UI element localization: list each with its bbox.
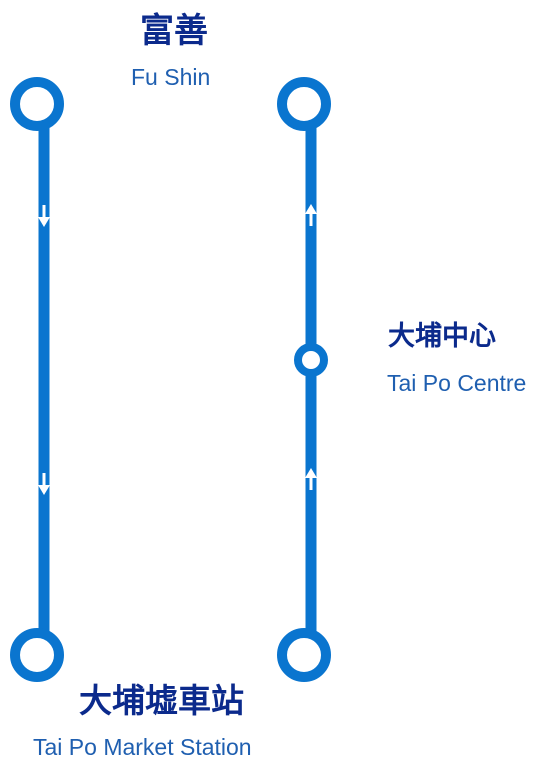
station-name-en-tai-po-market: Tai Po Market Station	[33, 734, 252, 760]
arrow-icon	[38, 205, 50, 227]
arrow-icon	[305, 204, 317, 226]
arrow-icon	[305, 468, 317, 490]
station-marker-fu-shin-left	[10, 77, 64, 131]
station-marker-tai-po-market-left	[10, 628, 64, 682]
station-name-zh-tai-po-market: 大埔墟車站	[79, 681, 244, 720]
station-marker-tai-po-centre	[294, 343, 328, 377]
station-name-en-fu-shin: Fu Shin	[131, 64, 211, 90]
station-marker-tai-po-market-right	[277, 628, 331, 682]
station-marker-fu-shin-right	[277, 77, 331, 131]
station-name-zh-fu-shin: 富善	[140, 11, 208, 51]
arrow-icon	[38, 473, 50, 495]
station-name-en-tai-po-centre: Tai Po Centre	[387, 370, 527, 396]
station-name-zh-tai-po-centre: 大埔中心	[388, 321, 496, 352]
